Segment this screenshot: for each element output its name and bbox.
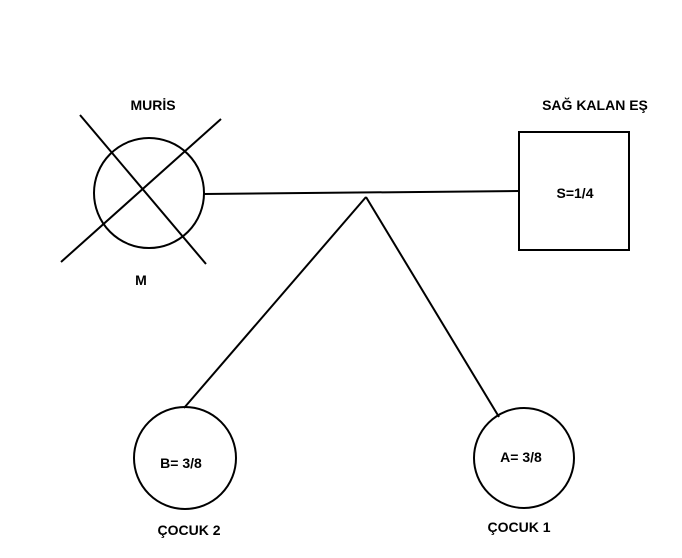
child1-share: A= 3/8 <box>500 449 542 465</box>
marriage-line <box>203 190 520 195</box>
child2-circle <box>133 406 237 510</box>
child2-node: B= 3/8 ÇOCUK 2 <box>133 406 237 538</box>
deceased-title: MURİS <box>130 97 175 113</box>
child2-title: ÇOCUK 2 <box>157 522 220 538</box>
spouse-share: S=1/4 <box>557 185 594 201</box>
deceased-cross-line-2 <box>60 118 222 263</box>
child2-share: B= 3/8 <box>160 455 202 471</box>
spouse-node: SAĞ KALAN EŞ S=1/4 <box>518 96 648 251</box>
deceased-circle <box>93 137 205 249</box>
child1-title: ÇOCUK 1 <box>487 519 550 535</box>
descent-line-child1 <box>365 196 500 418</box>
spouse-square <box>518 131 630 251</box>
child1-node: A= 3/8 ÇOCUK 1 <box>473 407 575 535</box>
descent-line-child2 <box>183 196 367 409</box>
deceased-symbol-label: M <box>135 272 147 288</box>
deceased-node: MURİS M <box>60 97 222 288</box>
spouse-title: SAĞ KALAN EŞ <box>542 96 648 113</box>
child1-circle <box>473 407 575 509</box>
